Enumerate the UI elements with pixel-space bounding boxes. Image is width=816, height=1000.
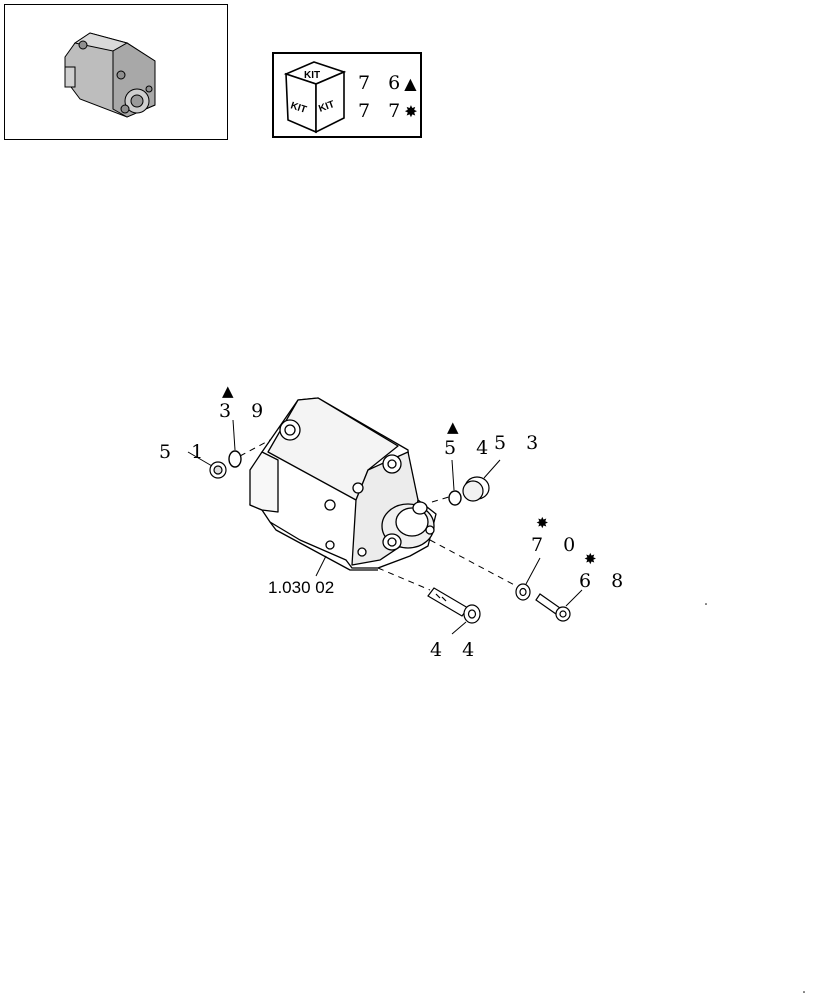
part-39-oring: [228, 450, 242, 468]
kit-label-left: KIT: [289, 100, 308, 115]
kit-label-right: KIT: [317, 99, 336, 115]
star-marker-70: ✸: [536, 514, 549, 532]
kit-label-top: KIT: [304, 70, 320, 81]
triangle-marker-54: ▲: [447, 418, 459, 436]
kit-legend-box: KIT KIT KIT 7 6▲ 7 7✸: [272, 52, 422, 138]
callout-51: 5 1: [159, 441, 211, 463]
kit-line-76: 7 6▲: [358, 72, 417, 94]
part-51-plug: [209, 461, 227, 479]
reference-label: 1.030 02: [268, 578, 335, 597]
callout-70: 7 0: [531, 534, 583, 556]
kit-line-77: 7 7✸: [358, 100, 418, 122]
kit-76-number: 7 6: [358, 72, 407, 94]
callout-39: 3 9: [219, 400, 271, 422]
star-marker-68: ✸: [584, 550, 597, 568]
part-53-cap: [462, 476, 490, 502]
part-54-oring: [448, 490, 462, 506]
star-icon: ✸: [404, 102, 418, 121]
overview-thumbnail-frame: [4, 4, 228, 140]
callout-44: 4 4: [430, 639, 482, 661]
callout-53: 5 3: [494, 432, 546, 454]
kit-cube-icon: KIT KIT KIT: [283, 61, 347, 134]
kit-77-number: 7 7: [358, 100, 407, 122]
part-70-washer: [515, 583, 531, 601]
pump-thumbnail-image: [64, 32, 156, 118]
callout-54: 5 4: [444, 437, 496, 459]
triangle-marker-39: ▲: [222, 382, 234, 400]
part-44-bolt: [427, 587, 481, 624]
callout-68: 6 8: [579, 570, 631, 592]
pump-flange: [249, 451, 279, 513]
triangle-icon: ▲: [404, 74, 417, 93]
part-68-screw: [535, 593, 571, 622]
